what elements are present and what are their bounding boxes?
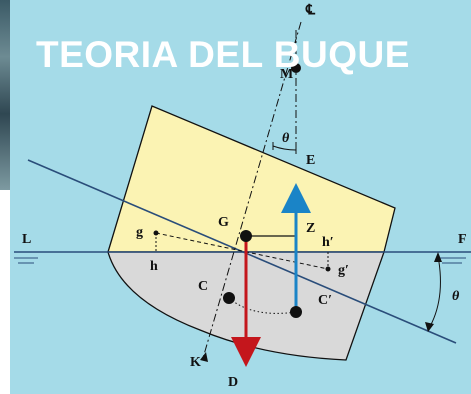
label-g-prime: g′	[338, 263, 349, 278]
label-f: F	[458, 232, 467, 247]
theta-arc-right	[427, 255, 441, 331]
hull-above-water	[107, 105, 396, 253]
label-k: K	[190, 355, 201, 370]
label-g: G	[218, 215, 229, 230]
point-m	[291, 63, 301, 73]
point-c	[223, 292, 235, 304]
label-theta-top: θ	[282, 131, 290, 146]
label-m: M	[280, 67, 293, 82]
label-e: E	[306, 153, 315, 168]
theta-arc-arrow-bottom	[425, 322, 434, 332]
theta-arc-arrow-top	[434, 252, 442, 262]
label-c-prime: C′	[318, 293, 332, 308]
point-g-prime	[325, 266, 331, 272]
g-gprime-line	[155, 232, 329, 270]
keel-marker	[200, 352, 208, 362]
label-theta-right: θ	[452, 289, 460, 304]
ship-centerline	[202, 21, 302, 359]
label-l: L	[22, 232, 31, 247]
label-z: Z	[306, 221, 315, 236]
label-h-prime: h′	[322, 235, 334, 250]
point-c-prime	[290, 306, 302, 318]
label-h: h	[150, 259, 158, 274]
point-g-small	[153, 230, 159, 236]
label-d: D	[228, 375, 238, 390]
label-g-small: g	[136, 225, 143, 240]
point-g	[240, 230, 252, 242]
theta-arc-top	[272, 145, 297, 151]
label-c: C	[198, 279, 208, 294]
label-centerline: ℄	[305, 3, 316, 18]
slide-title: TEORIA DEL BUQUE	[36, 34, 410, 75]
